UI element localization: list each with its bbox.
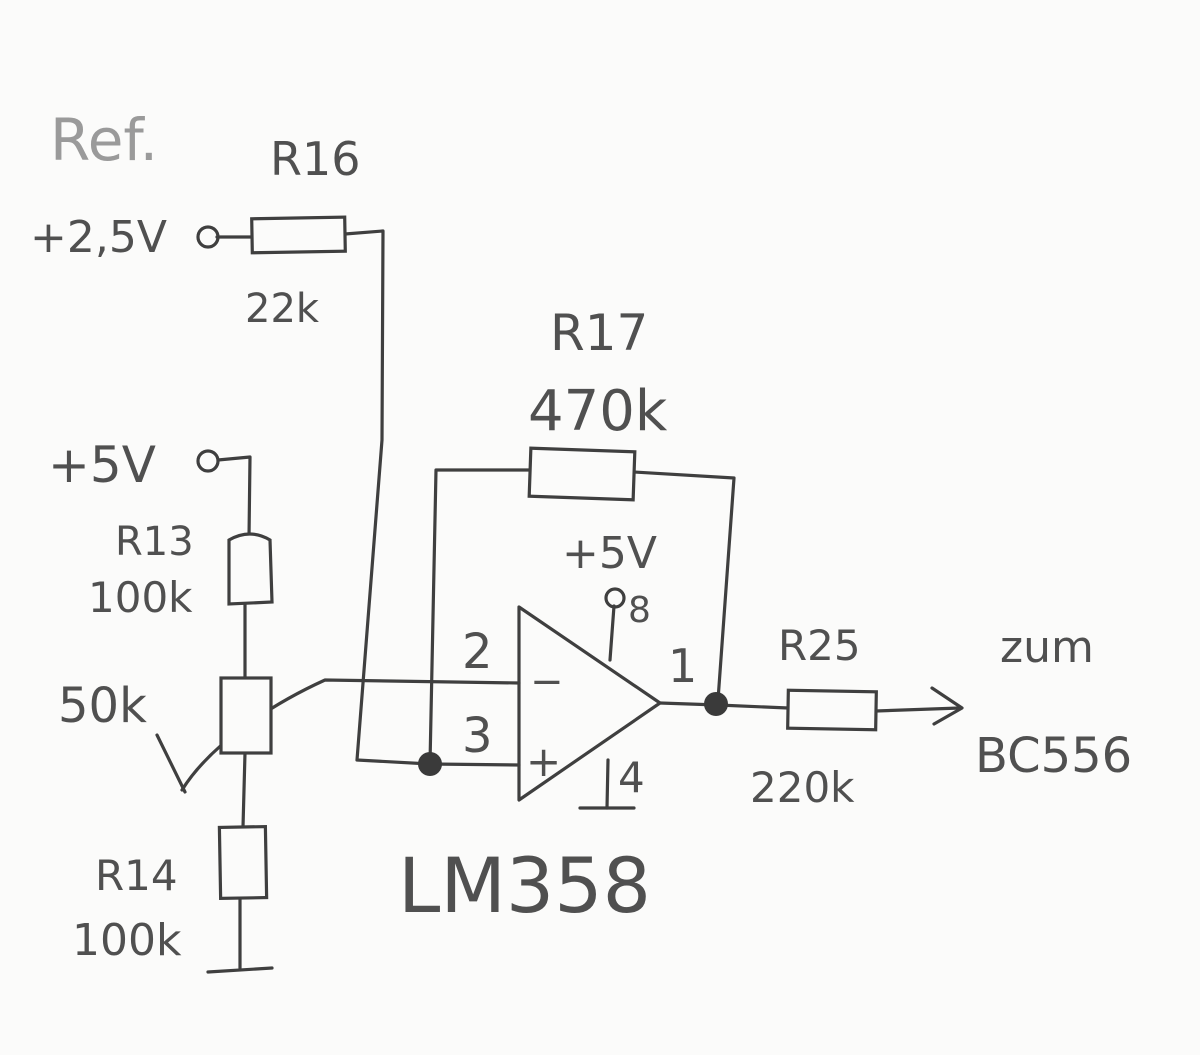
label-pot-value: 50k <box>58 678 147 734</box>
resistor-r14 <box>217 824 269 901</box>
ground-symbol <box>206 966 274 974</box>
label-r13-value: 100k <box>88 573 193 622</box>
label-r16-value: 22k <box>245 286 320 332</box>
label-r17: R17 <box>550 304 648 362</box>
terminal-5v-left <box>196 449 220 473</box>
wire-5v-to-r13 <box>216 455 252 540</box>
wire-r25-out <box>874 706 962 713</box>
label-pin4: 4 <box>618 753 645 802</box>
label-transistor: BC556 <box>975 728 1132 784</box>
junction-plus-node <box>418 752 442 776</box>
label-5v-opamp: +5V <box>562 528 657 579</box>
label-5v-left: +5V <box>48 436 156 494</box>
label-pin3: 3 <box>462 708 493 764</box>
label-r17-value: 470k <box>528 379 668 444</box>
label-pin2: 2 <box>462 624 493 680</box>
potentiometer-50k <box>219 676 273 755</box>
junction-output <box>704 692 728 716</box>
label-pin8: 8 <box>628 590 651 631</box>
opamp-lm358 <box>517 605 662 802</box>
wire-r16-to-node-plus <box>343 229 432 766</box>
wire-pin8 <box>608 604 616 662</box>
label-r14-value: 100k <box>72 915 182 966</box>
label-r25-value: 220k <box>750 763 855 812</box>
label-to: zum <box>1000 622 1094 673</box>
terminal-ref-2v5 <box>196 225 220 249</box>
label-minus: − <box>530 659 564 705</box>
resistor-r16 <box>250 215 347 255</box>
label-ref-voltage: +2,5V <box>30 212 167 263</box>
wire-pot-to-r14 <box>241 751 247 829</box>
resistor-r25 <box>786 688 878 732</box>
pot-wiper-stub <box>155 733 187 794</box>
label-r14: R14 <box>95 851 178 900</box>
wire-node-to-plus-input <box>428 762 521 767</box>
output-arrow <box>930 686 964 726</box>
wire-pin4 <box>605 758 610 810</box>
label-plus: + <box>526 737 561 786</box>
terminal-5v-opamp <box>604 587 626 609</box>
label-opamp: LM358 <box>398 841 651 930</box>
label-pin1: 1 <box>668 639 697 693</box>
wire-feedback-right <box>632 470 736 702</box>
resistor-r17 <box>527 446 637 502</box>
label-r13: R13 <box>115 519 194 565</box>
label-ref: Ref. <box>50 106 158 174</box>
wire-feedback-left <box>428 468 532 766</box>
resistor-r13 <box>227 532 274 606</box>
label-r25: R25 <box>778 621 861 670</box>
label-r16: R16 <box>270 132 361 186</box>
